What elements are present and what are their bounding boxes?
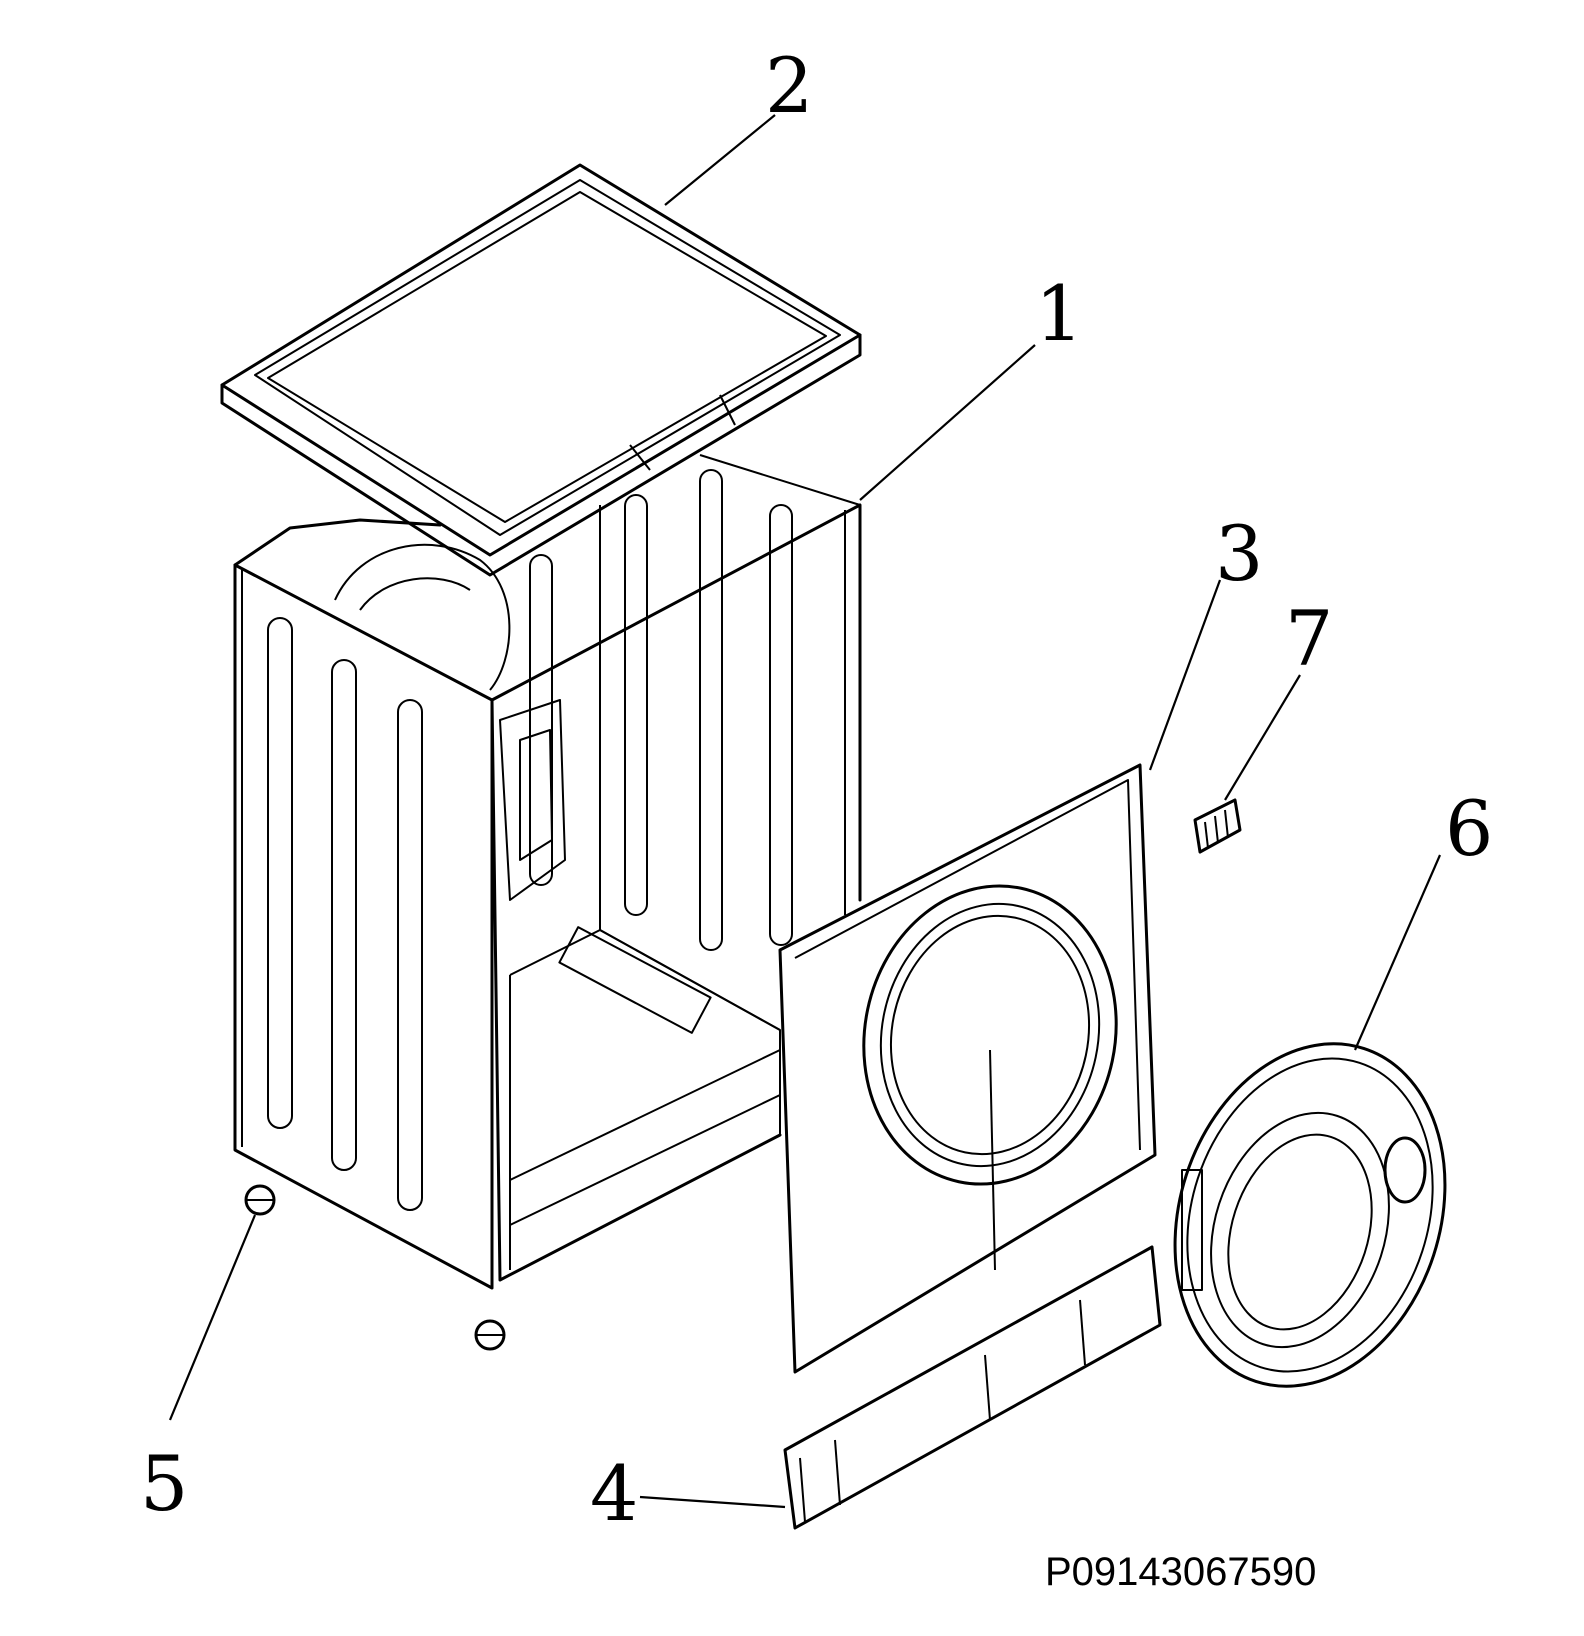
callout-1: 1: [1035, 269, 1083, 358]
callout-2: 2: [765, 41, 813, 130]
part-1-cabinet: [233, 454, 862, 1290]
callout-7: 7: [1285, 594, 1333, 683]
callout-labels: 1 2 3 4 5 6 7: [140, 41, 1493, 1538]
leader-lines: [168, 114, 1442, 1509]
callout-5: 5: [140, 1439, 188, 1528]
part-5-feet: [244, 1184, 506, 1351]
part-4-kickplate: [783, 1245, 1162, 1530]
part-3-front-panel: [778, 763, 1157, 1374]
callout-3: 3: [1215, 509, 1263, 598]
part-7-door-lock: [1193, 798, 1242, 854]
part-code: P09143067590: [1045, 1550, 1316, 1594]
callout-6: 6: [1445, 784, 1493, 873]
part-2-worktop: [220, 163, 862, 577]
callout-4: 4: [590, 1449, 638, 1538]
part-6-door: [1173, 1042, 1447, 1388]
